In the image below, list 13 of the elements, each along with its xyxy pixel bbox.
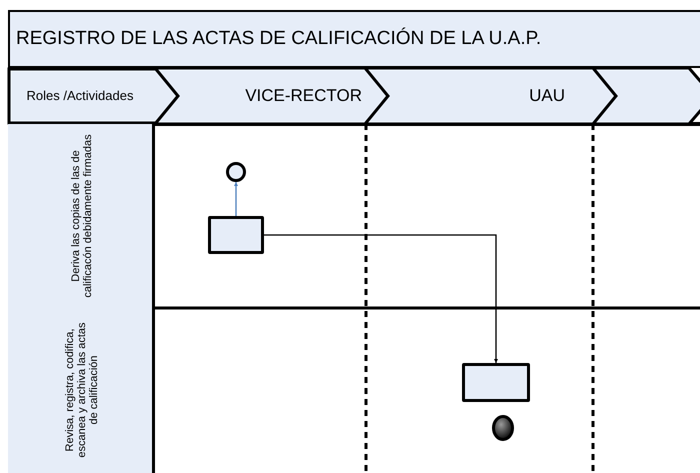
- lane-label: Deriva las copias de las de calificacón debidamente firmadas: [70, 133, 94, 300]
- arrow: [264, 234, 498, 363]
- lane-label: Revisa, registra, codifica, escanea y archiva las actas de calificación: [64, 321, 100, 460]
- activity-box: [208, 216, 264, 254]
- end-event-circle: [492, 415, 514, 441]
- column-header: VICE-RECTOR: [245, 85, 362, 108]
- lane-header: [8, 308, 155, 473]
- diagram-title: REGISTRO DE LAS ACTAS DE CALIFICACIÓN DE LA U.A.P.: [16, 26, 542, 51]
- start-event-circle: [226, 162, 246, 182]
- column-header: Roles /Actividades: [26, 87, 134, 106]
- column-header: UAU: [529, 85, 565, 108]
- activity-box: [462, 363, 530, 402]
- arrow: [234, 182, 238, 216]
